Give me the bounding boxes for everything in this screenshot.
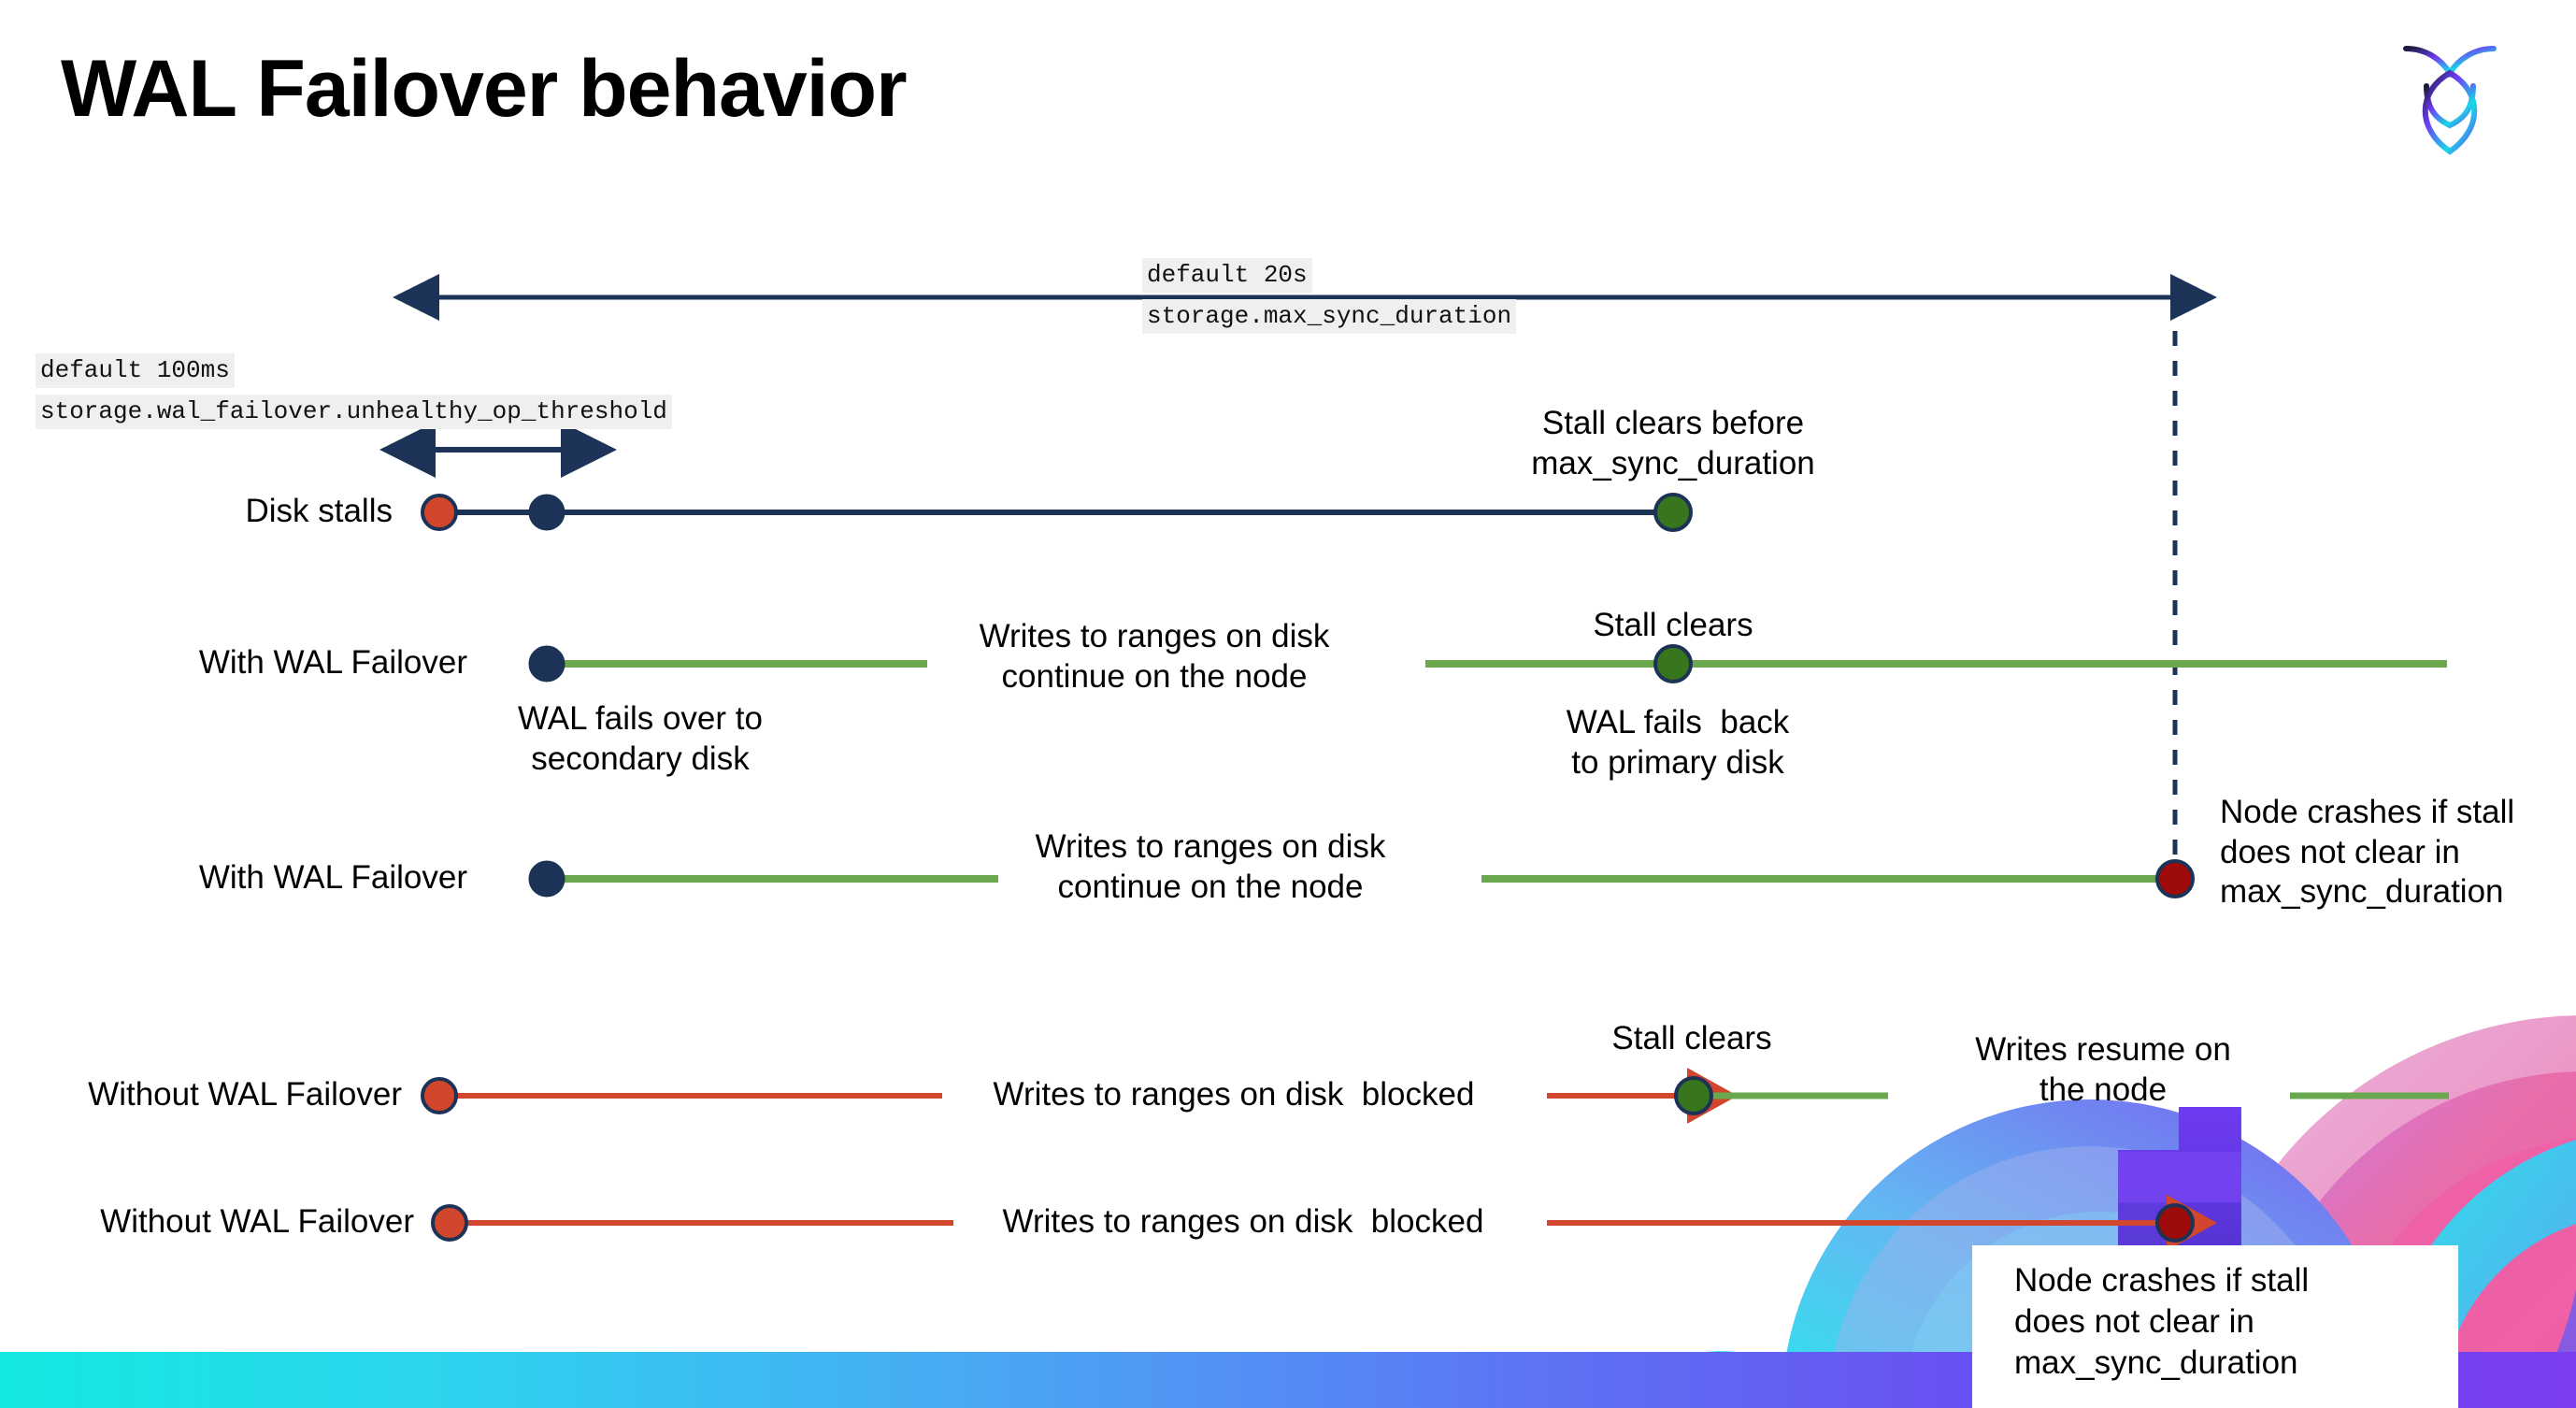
cockroachdb-logo-icon bbox=[2403, 46, 2497, 155]
failover-dot bbox=[528, 860, 565, 898]
note-writes-blocked-2: Writes to ranges on disk blocked bbox=[1002, 1203, 1484, 1240]
row-disk-stalls-track bbox=[421, 493, 1693, 532]
max-sync-setting-chip: storage.max_sync_duration bbox=[1142, 299, 1517, 334]
note-wal-fails-over: WAL fails over to secondary disk bbox=[518, 700, 763, 777]
row-label-without-wal-failover-1: Without WAL Failover bbox=[88, 1076, 402, 1113]
note-writes-continue-2: Writes to ranges on disk continue on the… bbox=[1035, 828, 1386, 905]
row-without-failover-2-track bbox=[431, 1195, 2217, 1251]
failover-trigger-dot bbox=[528, 494, 565, 531]
row-label-disk-stalls: Disk stalls bbox=[245, 493, 393, 529]
stall-clears-dot bbox=[1653, 644, 1693, 683]
row-with-failover-2-track bbox=[528, 859, 2195, 898]
failover-dot bbox=[528, 645, 565, 682]
note-writes-continue-1: Writes to ranges on disk continue on the… bbox=[979, 618, 1330, 695]
row-with-failover-1-track bbox=[528, 644, 2447, 683]
max-sync-default-chip: default 20s bbox=[1142, 258, 1312, 293]
note-stall-clears-2: Stall clears bbox=[1611, 1020, 1772, 1056]
stall-start-dot bbox=[421, 494, 458, 531]
stall-clears-dot bbox=[1674, 1076, 1713, 1115]
row-label-with-wal-failover-2: With WAL Failover bbox=[198, 859, 467, 896]
stall-start-dot bbox=[421, 1077, 458, 1114]
note-stall-clears-before-max-sync: Stall clears before max_sync_duration bbox=[1531, 405, 1815, 481]
note-node-crashes-1: Node crashes if stall does not clear in … bbox=[2220, 794, 2515, 911]
unhealthy-default-chip: default 100ms bbox=[36, 353, 235, 388]
page-title: WAL Failover behavior bbox=[61, 44, 908, 134]
note-wal-fails-back: WAL fails back to primary disk bbox=[1566, 704, 1790, 781]
row-label-with-wal-failover-1: With WAL Failover bbox=[198, 644, 467, 681]
note-stall-clears-1: Stall clears bbox=[1593, 607, 1753, 643]
row-without-failover-1-track bbox=[421, 1068, 2449, 1124]
stall-start-dot bbox=[431, 1204, 468, 1242]
note-node-crashes-2: Node crashes if stall does not clear in … bbox=[2014, 1262, 2310, 1382]
note-writes-resume: Writes resume on the node bbox=[1975, 1031, 2231, 1108]
note-writes-blocked-1: Writes to ranges on disk blocked bbox=[993, 1076, 1475, 1113]
node-crash-callout: Node crashes if stall does not clear in … bbox=[1972, 1245, 2458, 1408]
node-crash-dot bbox=[2155, 1203, 2195, 1243]
unhealthy-setting-chip: storage.wal_failover.unhealthy_op_thresh… bbox=[36, 395, 672, 429]
stall-clears-dot bbox=[1653, 493, 1693, 532]
row-label-without-wal-failover-2: Without WAL Failover bbox=[100, 1203, 414, 1240]
node-crash-dot bbox=[2155, 859, 2195, 898]
